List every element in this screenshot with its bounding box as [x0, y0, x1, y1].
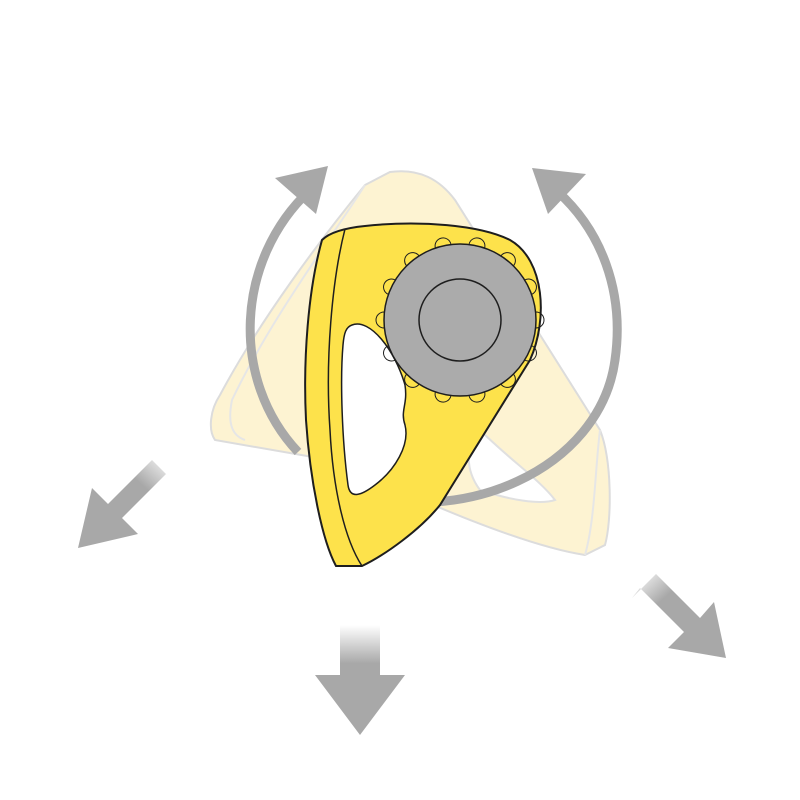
knob-scallop: [524, 345, 537, 362]
knob-scallop: [468, 237, 486, 248]
knob-scallop: [468, 392, 486, 403]
device-cutout: [340, 323, 407, 496]
arrow-down-left-icon: [78, 460, 176, 548]
knob-scallop: [500, 374, 516, 388]
rotate-counterclockwise-arrow-icon: [245, 166, 328, 456]
knob-scallop: [434, 392, 452, 403]
arrow-down-right-icon: [632, 574, 726, 658]
knob-scallop: [375, 311, 385, 329]
knob-scallop: [404, 374, 420, 388]
knob-icon: [375, 237, 545, 403]
knob-scallop: [383, 278, 396, 295]
knob-scallop: [404, 252, 420, 266]
knob-scallop: [434, 237, 452, 248]
arrow-down-icon: [315, 625, 405, 735]
knob-scallop: [500, 252, 516, 266]
knob-scallop: [535, 311, 545, 329]
knob-scallop: [524, 278, 537, 295]
knob-scallop: [383, 345, 396, 362]
